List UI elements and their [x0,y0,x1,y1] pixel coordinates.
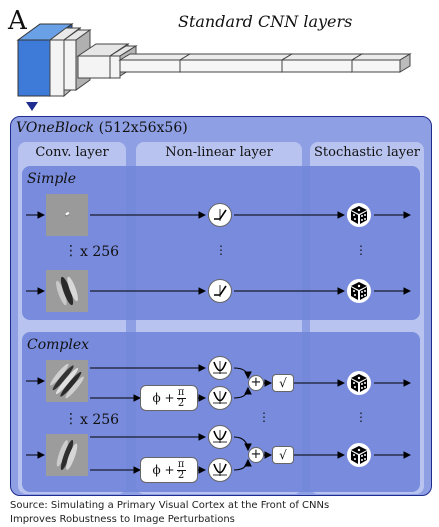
phase-shift-prefix: ϕ + [152,391,175,405]
dice-noise-icon [347,371,371,395]
square-nonlinearity-icon [208,458,232,482]
sum-operator-icon: + [248,375,264,391]
relu-icon [208,203,232,227]
phase-shift-fraction: π 2 [176,386,186,409]
vone-block-name: VOneBlock [16,120,95,136]
nonlinear-complex-ellipsis: ⋮ [258,410,270,424]
complex-label: Complex [27,337,90,353]
vone-block-size: (512x56x56) [98,120,188,136]
dice-noise-icon [347,443,371,467]
standard-cnn-caption: Standard CNN layers [178,12,353,31]
dice-noise-icon [347,279,371,303]
pointer-triangle-icon [26,102,38,111]
complex-count: x 256 [80,412,120,428]
phase-shift-box: ϕ + π 2 [140,457,198,483]
simple-ellipsis: ⋮ [64,243,78,259]
complex-gabor-filter-2 [46,434,88,476]
stochastic-layer-header: Stochastic layer [314,145,420,160]
dice-noise-icon [347,203,371,227]
sqrt-operator-icon: √ [272,374,294,392]
phase-shift-fraction: π 2 [176,458,186,481]
phase-shift-prefix: ϕ + [152,463,175,477]
simple-gabor-filter-2 [46,270,88,312]
simple-label: Simple [27,171,77,187]
simple-count: x 256 [80,244,120,260]
complex-gabor-filter-1 [46,360,88,402]
stochastic-simple-ellipsis: ⋮ [355,243,367,257]
source-credit: Source: Simulating a Primary Visual Cort… [10,499,435,527]
conv-layer-header: Conv. layer [35,145,109,160]
relu-icon [208,279,232,303]
phase-shift-denominator: 2 [177,397,185,409]
square-nonlinearity-icon [208,425,232,449]
sum-operator-icon: + [248,447,264,463]
stochastic-complex-ellipsis: ⋮ [355,410,367,424]
phase-shift-numerator: π [177,458,185,470]
vone-block-title: VOneBlock (512x56x56) [16,120,188,136]
nonlinear-layer-header: Non-linear layer [165,145,273,160]
sqrt-operator-icon: √ [272,446,294,464]
phase-shift-denominator: 2 [177,469,185,481]
source-credit-line-2: Improves Robustness to Image Perturbatio… [10,514,235,525]
nonlinear-simple-ellipsis: ⋮ [215,243,227,257]
source-credit-line-1: Source: Simulating a Primary Visual Cort… [10,500,330,511]
phase-shift-numerator: π [177,386,185,398]
phase-shift-box: ϕ + π 2 [140,385,198,411]
square-nonlinearity-icon [208,386,232,410]
cnn-layer-9-icon [350,53,412,73]
cnn-layers-diagram [16,23,412,111]
panel-letter: A [8,6,27,36]
complex-ellipsis: ⋮ [64,411,78,427]
square-nonlinearity-icon [208,356,232,380]
simple-gabor-filter-1 [46,194,88,236]
